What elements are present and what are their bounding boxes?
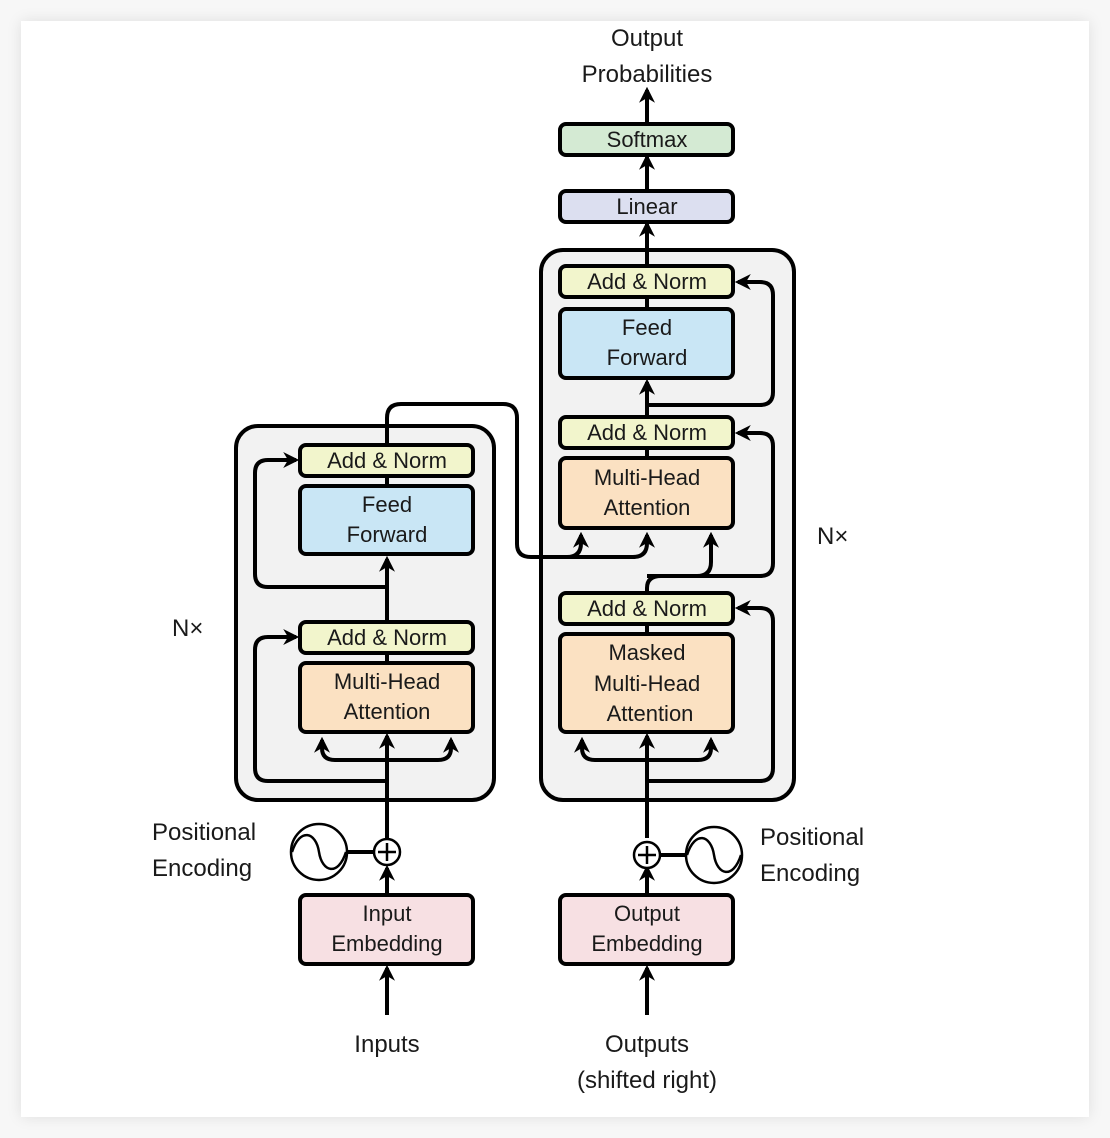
add-norm-box <box>558 591 735 626</box>
dec-mmha-right-branch <box>647 736 719 762</box>
label: Add & Norm <box>587 420 707 445</box>
label-line-3: Attention <box>607 701 694 726</box>
linear-layer[interactable]: Linear <box>558 189 735 224</box>
decoder-add-norm-middle[interactable]: Add & Norm <box>558 415 735 450</box>
decoder-feed-forward[interactable]: Feed Forward <box>558 307 735 380</box>
encoder-input-embedding[interactable]: Input Embedding <box>298 893 475 966</box>
label-line-1: Output <box>614 901 680 926</box>
linear-box <box>558 189 735 224</box>
label: Add & Norm <box>327 448 447 473</box>
label: Add & Norm <box>327 625 447 650</box>
output-probabilities-label-1: Output <box>611 25 683 52</box>
decoder-add-norm-bottom[interactable]: Add & Norm <box>558 591 735 626</box>
feed-forward-box <box>298 484 475 556</box>
embedding-box <box>558 893 735 966</box>
enc-mha-left-branch <box>314 736 387 762</box>
decoder-repeat-label: N× <box>817 523 848 550</box>
output-probabilities-label-2: Probabilities <box>582 61 713 88</box>
dec-mmha-left-branch <box>574 736 647 762</box>
encoder-multi-head-attention[interactable]: Multi-Head Attention <box>298 661 475 734</box>
softmax-layer[interactable]: Softmax <box>558 122 735 157</box>
label-line-2: Forward <box>347 522 428 547</box>
decoder-pe-label-2: Encoding <box>760 860 860 887</box>
add-norm-box <box>298 443 475 478</box>
encoder-positional-encoding-icon <box>289 822 349 882</box>
outputs-label-1: Outputs <box>605 1031 689 1058</box>
label: Softmax <box>607 127 688 152</box>
decoder-masked-attention[interactable]: Masked Multi-Head Attention <box>558 632 735 734</box>
add-norm-box <box>558 415 735 450</box>
decoder-pe-label-1: Positional <box>760 824 864 851</box>
dec-residual-2 <box>647 425 775 578</box>
add-norm-box <box>558 264 735 299</box>
label-line-1: Input <box>363 901 412 926</box>
label-line-2: Multi-Head <box>594 671 700 696</box>
encoder-add-icon <box>372 837 402 867</box>
label: Linear <box>616 194 677 219</box>
dec-residual-3 <box>647 274 775 407</box>
label-line-2: Embedding <box>591 931 702 956</box>
enc-residual-2 <box>253 452 387 589</box>
attention-box <box>558 632 735 734</box>
add-norm-box <box>298 620 475 655</box>
label-line-2: Attention <box>604 495 691 520</box>
attention-box <box>298 661 475 734</box>
decoder-output-embedding[interactable]: Output Embedding <box>558 893 735 966</box>
decoder-add-norm-top[interactable]: Add & Norm <box>558 264 735 299</box>
label-line-2: Embedding <box>331 931 442 956</box>
label: Add & Norm <box>587 269 707 294</box>
encoder-to-decoder-branch <box>560 531 655 559</box>
enc-residual-1 <box>253 629 387 783</box>
feed-forward-box <box>558 307 735 380</box>
softmax-box <box>558 122 735 157</box>
label-line-1: Feed <box>622 315 672 340</box>
label-line-1: Multi-Head <box>334 669 440 694</box>
decoder-positional-encoding-icon <box>684 825 744 885</box>
encoder-stack <box>234 424 496 802</box>
encoder-pe-label-2: Encoding <box>152 855 252 882</box>
label-line-2: Forward <box>607 345 688 370</box>
attention-box <box>558 456 735 530</box>
wires <box>253 86 775 1015</box>
dec-residual-1 <box>647 600 775 783</box>
label-line-1: Feed <box>362 492 412 517</box>
encoder-add-norm-top[interactable]: Add & Norm <box>298 443 475 478</box>
outputs-label-2: (shifted right) <box>577 1067 717 1094</box>
label: Add & Norm <box>587 596 707 621</box>
encoder-pe-label-1: Positional <box>152 819 256 846</box>
encoder-feed-forward[interactable]: Feed Forward <box>298 484 475 556</box>
embedding-box <box>298 893 475 966</box>
label-line-2: Attention <box>344 699 431 724</box>
decoder-add-icon <box>632 840 662 870</box>
enc-mha-right-branch <box>387 736 459 762</box>
label-line-1: Multi-Head <box>594 465 700 490</box>
encoder-add-norm-bottom[interactable]: Add & Norm <box>298 620 475 655</box>
inputs-label: Inputs <box>354 1031 419 1058</box>
decoder-cross-attention[interactable]: Multi-Head Attention <box>558 456 735 530</box>
encoder-repeat-label: N× <box>172 615 203 642</box>
label-line-1: Masked <box>608 640 685 665</box>
